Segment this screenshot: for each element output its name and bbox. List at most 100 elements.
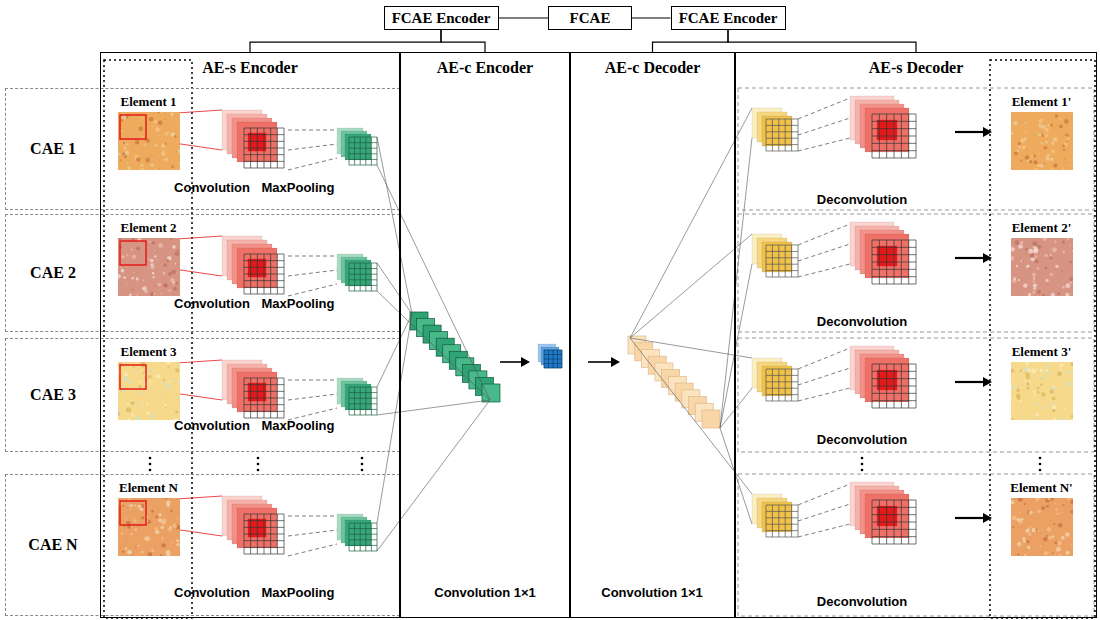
grid-line bbox=[916, 240, 917, 284]
image-speck bbox=[1063, 408, 1064, 409]
image-speck bbox=[126, 540, 127, 541]
image-speck bbox=[1016, 517, 1020, 521]
image-speck bbox=[1028, 510, 1032, 514]
panel-heading: AE-c Encoder bbox=[401, 53, 569, 77]
image-speck bbox=[141, 290, 142, 291]
image-speck bbox=[1053, 417, 1056, 419]
image-speck bbox=[151, 509, 154, 512]
image-speck bbox=[1011, 385, 1012, 387]
ellipsis-dot bbox=[861, 457, 864, 460]
image-speck bbox=[128, 379, 132, 383]
image-speck bbox=[1051, 149, 1054, 152]
image-speck bbox=[172, 245, 176, 249]
grid-line bbox=[349, 263, 377, 264]
image-speck bbox=[1039, 406, 1042, 409]
input-element: Element N bbox=[108, 480, 190, 558]
image-speck bbox=[154, 249, 155, 250]
image-speck bbox=[160, 554, 162, 556]
ellipsis-dot bbox=[257, 469, 260, 472]
grid-line bbox=[766, 119, 767, 151]
image-speck bbox=[167, 527, 171, 531]
image-speck bbox=[1050, 158, 1053, 161]
image-speck bbox=[127, 166, 131, 170]
image-speck bbox=[1024, 554, 1026, 556]
pooling-line bbox=[288, 530, 337, 536]
image-speck bbox=[130, 532, 133, 535]
image-speck bbox=[1026, 386, 1029, 389]
image-speck bbox=[1051, 535, 1054, 538]
image-speck bbox=[174, 395, 175, 396]
image-speck bbox=[125, 161, 127, 163]
image-speck bbox=[1038, 383, 1039, 384]
image-speck bbox=[1042, 535, 1044, 537]
image-speck bbox=[178, 161, 180, 164]
image-speck bbox=[176, 543, 179, 546]
ellipsis-dot bbox=[1039, 469, 1042, 472]
image-speck bbox=[170, 509, 173, 512]
image-speck bbox=[145, 157, 150, 162]
grid-line bbox=[377, 523, 378, 551]
bracket-line bbox=[728, 30, 916, 52]
image-ground bbox=[118, 112, 180, 170]
image-speck bbox=[1065, 292, 1069, 295]
image-speck bbox=[1041, 124, 1045, 128]
grid-line bbox=[349, 137, 350, 165]
grid-line bbox=[766, 388, 798, 389]
image-speck bbox=[1045, 156, 1050, 161]
image-speck bbox=[1072, 249, 1073, 251]
image-speck bbox=[1030, 155, 1033, 158]
image-speck bbox=[1052, 386, 1056, 390]
image-speck bbox=[1070, 500, 1073, 504]
image-speck bbox=[134, 139, 139, 144]
image-speck bbox=[1057, 522, 1061, 526]
image-speck bbox=[1060, 536, 1064, 540]
panel-heading: AE-c Decoder bbox=[571, 53, 734, 77]
image-speck bbox=[138, 252, 139, 253]
image-speck bbox=[1058, 553, 1060, 555]
image-speck bbox=[135, 277, 138, 280]
image-speck bbox=[124, 372, 128, 376]
image-speck bbox=[163, 283, 168, 288]
ellipsis-dot bbox=[361, 463, 364, 466]
image-speck bbox=[1052, 136, 1057, 141]
image-speck bbox=[1059, 368, 1061, 370]
image-speck bbox=[131, 276, 134, 279]
image-ground bbox=[1011, 362, 1073, 420]
output-element: Element 2' bbox=[998, 220, 1086, 298]
grid-line bbox=[244, 554, 284, 555]
image-speck bbox=[130, 526, 132, 528]
grid-line bbox=[349, 291, 377, 292]
pooling-line bbox=[288, 544, 337, 556]
image-speck bbox=[1024, 503, 1025, 504]
grid-line bbox=[785, 369, 786, 401]
image-speck bbox=[1034, 393, 1036, 395]
image-speck bbox=[1055, 264, 1058, 267]
grid-line bbox=[766, 138, 798, 139]
image-speck bbox=[1043, 369, 1045, 371]
image-speck bbox=[1064, 162, 1065, 163]
image-speck bbox=[1067, 498, 1071, 500]
grid-line bbox=[244, 294, 284, 295]
image-speck bbox=[1066, 381, 1071, 386]
grid-line bbox=[557, 350, 558, 368]
grid-line bbox=[901, 364, 902, 408]
image-speck bbox=[128, 293, 131, 295]
split-line bbox=[630, 234, 752, 338]
image-speck bbox=[1017, 278, 1019, 280]
image-speck bbox=[160, 293, 161, 294]
grid-line bbox=[360, 387, 361, 415]
image-speck bbox=[1034, 255, 1037, 258]
image-speck bbox=[1020, 518, 1023, 521]
image-speck bbox=[1015, 264, 1017, 266]
image-speck bbox=[170, 132, 175, 137]
image-speck bbox=[131, 413, 134, 416]
image-speck bbox=[149, 258, 153, 262]
image-speck bbox=[1020, 260, 1022, 262]
row-label: CAE N bbox=[6, 536, 100, 554]
image-speck bbox=[140, 163, 143, 166]
image-speck bbox=[1011, 515, 1016, 520]
row-label: CAE 3 bbox=[6, 386, 100, 404]
image-speck bbox=[166, 503, 169, 506]
grid-line bbox=[270, 254, 271, 294]
image-speck bbox=[140, 404, 142, 406]
